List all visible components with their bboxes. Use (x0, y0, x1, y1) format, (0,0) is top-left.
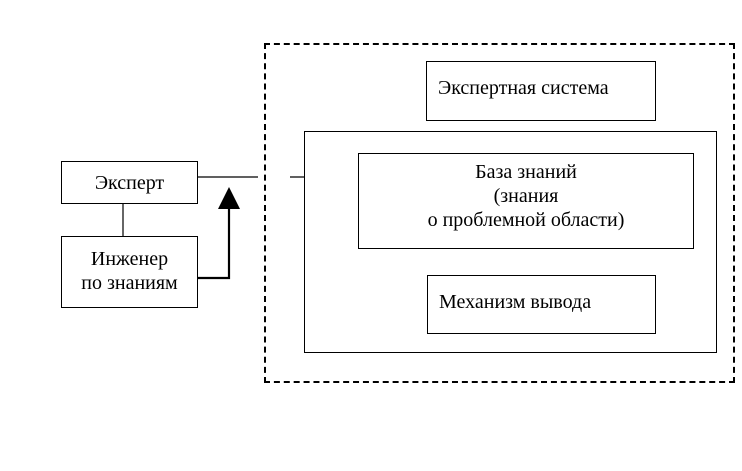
knowledge-base-line-1: База знаний (475, 161, 577, 183)
engineer-box (61, 236, 198, 308)
inference-engine-label: Механизм вывода (439, 291, 592, 313)
knowledge-base-box (358, 153, 694, 249)
expert-system-title: Экспертная система (438, 77, 609, 99)
expert-system-boundary (264, 43, 735, 383)
engineer-line-2: по знаниям (81, 272, 178, 294)
knowledge-base-line-2: (знания (493, 185, 559, 207)
engineer-label: Инженер по знаниям (61, 247, 198, 295)
expert-box (61, 161, 198, 204)
inference-engine-box (427, 275, 656, 334)
knowledge-base-label: База знаний (знания о проблемной области… (358, 160, 694, 232)
knowledge-base-line-3: о проблемной области) (427, 209, 625, 231)
engineer-arrow-path (198, 187, 240, 280)
engineer-line-1: Инженер (90, 248, 169, 270)
expert-system-title-box (426, 61, 656, 121)
expert-label: Эксперт (94, 172, 165, 194)
